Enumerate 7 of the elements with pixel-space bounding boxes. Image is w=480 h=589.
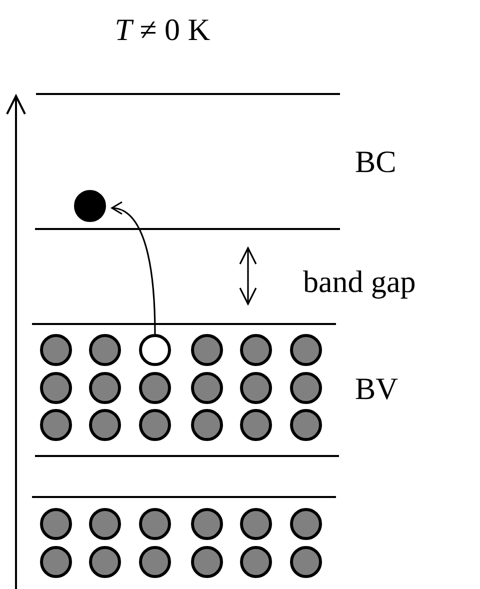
title: T ≠ 0 K xyxy=(114,12,212,48)
band-label: BC xyxy=(355,146,396,177)
electron xyxy=(74,190,106,222)
band-label: BV xyxy=(355,373,398,404)
excitation-arrow xyxy=(111,202,156,334)
hole xyxy=(139,334,171,366)
band-label: band gap xyxy=(303,266,416,297)
